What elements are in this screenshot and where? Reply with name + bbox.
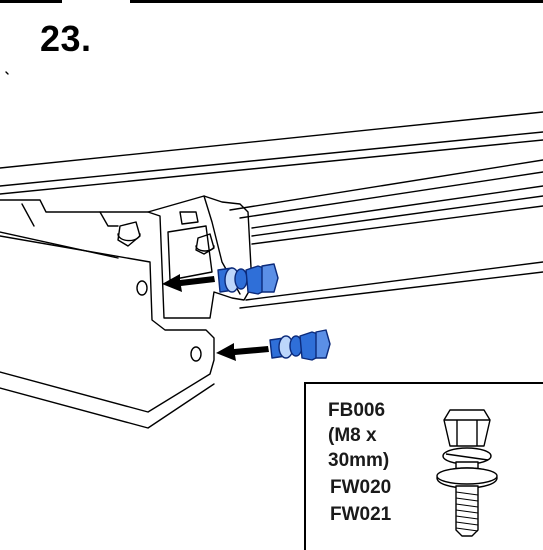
bg-bolt-1-ring <box>117 233 141 242</box>
plate-hole-2 <box>190 346 202 362</box>
bolt-spec-line2: 30mm) <box>328 450 390 471</box>
parts-callout-box: FB006 (M8 x 30mm) FW020 FW021 <box>304 382 543 550</box>
crossbar-top <box>0 199 149 213</box>
rail-face-line-2 <box>0 139 543 195</box>
bracket-slot-bolt <box>179 211 199 225</box>
rail-slot-mid <box>251 195 543 237</box>
stray-mark <box>5 71 9 75</box>
rail-slot-low <box>251 205 543 245</box>
insert-direction-arrow-icon <box>162 274 269 361</box>
bracket-outline <box>147 195 253 319</box>
hex-bolt-with-washers-icon <box>436 409 498 537</box>
bolt-spec-line1: (M8 x <box>328 425 377 446</box>
crossbar-step <box>99 211 119 227</box>
bg-bolt-1 <box>117 221 141 247</box>
rail-top-edge <box>0 111 543 169</box>
rail-slot-top <box>251 185 543 229</box>
part-list: FB006 (M8 x 30mm) FW020 FW021 <box>328 398 424 527</box>
top-rule-gap <box>62 0 130 3</box>
plate-hole-1 <box>136 280 148 296</box>
bracket-web <box>167 225 213 281</box>
washer2-code: FW021 <box>330 504 392 525</box>
step-number: 23. <box>40 18 92 59</box>
crossbar-inner <box>21 203 35 227</box>
fastener-lower <box>269 329 331 361</box>
rail-face-line-1 <box>0 131 543 187</box>
bg-bolt-2-ring <box>195 245 215 252</box>
plate-outline <box>0 235 215 413</box>
rail-lip <box>229 159 543 211</box>
plate-lower-edge <box>0 383 215 429</box>
rail-bottom-edge-2 <box>239 271 543 309</box>
top-rule <box>0 0 543 3</box>
washer1-code: FW020 <box>330 477 392 498</box>
rail-bottom-edge <box>245 261 543 301</box>
bolt-code: FB006 <box>328 400 386 421</box>
crossbar-face <box>0 231 119 259</box>
fastener-upper <box>217 263 279 295</box>
rail-lip-2 <box>239 171 543 219</box>
